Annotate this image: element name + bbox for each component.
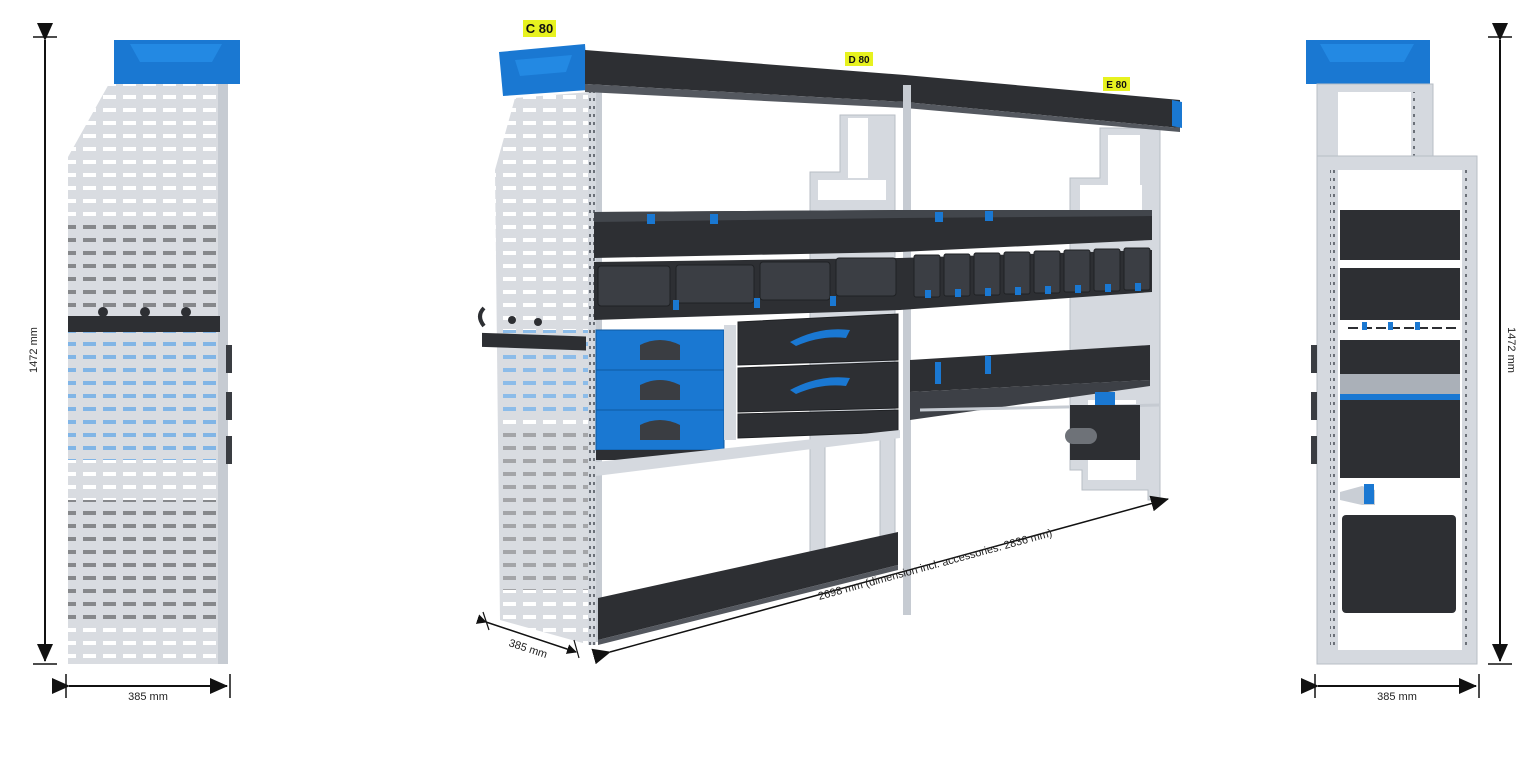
svg-text:E 80: E 80 — [1106, 80, 1127, 91]
right-hanging-bin — [1342, 515, 1456, 613]
right-width-label: 385 mm — [1377, 691, 1417, 703]
right-height-label: 1472 mm — [1505, 327, 1517, 373]
top-shelf — [594, 210, 1152, 258]
left-width-dimension: 385 mm — [52, 674, 231, 703]
tag-e80: E 80 — [1103, 77, 1130, 91]
svg-text:D 80: D 80 — [848, 55, 870, 66]
left-hanging-rail — [68, 316, 220, 332]
right-shelf-2 — [1340, 268, 1460, 320]
right-drawer-unit — [1340, 400, 1460, 478]
center-hanging-rail — [482, 332, 586, 351]
left-height-dimension: 1472 mm — [28, 23, 57, 665]
left-side-view: 1472 mm 385 mm — [28, 23, 240, 703]
right-height-dimension: 1472 mm — [1488, 23, 1517, 665]
right-width-dimension: 385 mm — [1301, 674, 1480, 703]
top-rail — [585, 50, 1180, 128]
drawer-unit — [737, 313, 899, 439]
left-height-label: 1472 mm — [28, 327, 40, 373]
right-side-view: 1472 mm 385 mm — [1301, 23, 1517, 703]
right-shelf-1 — [1340, 210, 1460, 260]
left-width-label: 385 mm — [128, 691, 168, 703]
right-mid-shelf — [910, 345, 1150, 392]
blue-case-stack — [595, 325, 736, 460]
center-perspective-view: C 80 D 80 E 80 385 mm 2698 mm (dimension… — [475, 20, 1182, 665]
svg-text:C 80: C 80 — [526, 21, 553, 36]
tag-d80: D 80 — [845, 52, 873, 66]
right-shelf-3 — [1340, 340, 1460, 374]
tag-c80: C 80 — [523, 20, 556, 37]
